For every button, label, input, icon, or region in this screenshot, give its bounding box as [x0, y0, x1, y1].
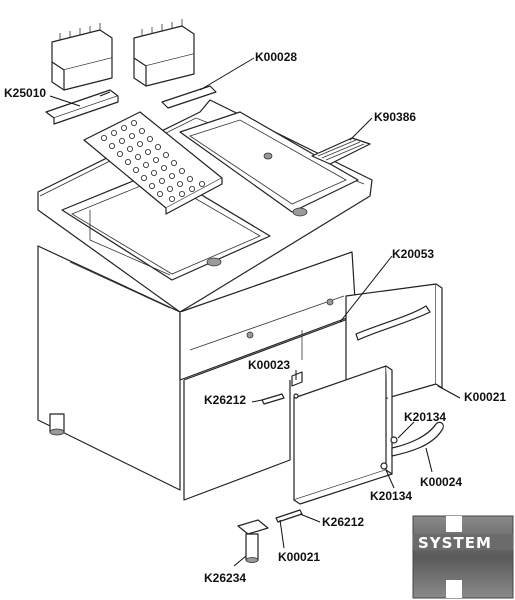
- tank-left: [61, 169, 271, 281]
- basket-holder-right: [133, 19, 195, 87]
- cabinet: [37, 245, 357, 501]
- fryer-top-rail: [161, 85, 217, 109]
- adjustable-foot: [237, 519, 269, 563]
- label-k00024: K00024: [420, 475, 462, 489]
- label-k20134-top: K20134: [404, 410, 446, 424]
- small-grate: [311, 137, 371, 165]
- door-front: [293, 365, 393, 505]
- rail-k25010: [45, 89, 119, 125]
- basket-holder-left: [51, 23, 113, 91]
- label-k26234: K26234: [204, 571, 246, 585]
- logo-text: SYSTEM: [418, 534, 492, 552]
- label-k00021-right: K00021: [464, 390, 506, 404]
- label-k90386: K90386: [374, 110, 416, 124]
- label-k00021-bottom: K00021: [278, 550, 320, 564]
- label-k00028: K00028: [255, 50, 297, 64]
- label-k20134-bottom: K20134: [370, 489, 412, 503]
- tank-right: [179, 111, 359, 217]
- perforated-grid: [83, 111, 223, 215]
- system-logo: SYSTEM: [412, 515, 514, 599]
- label-k26212-top: K26212: [204, 393, 246, 407]
- door-handle: [380, 421, 444, 470]
- label-k25010: K25010: [4, 86, 46, 100]
- label-k26212-bottom: K26212: [322, 515, 364, 529]
- label-k00023: K00023: [248, 358, 290, 372]
- label-k20053: K20053: [392, 247, 434, 261]
- cabinet-feet: [49, 413, 65, 436]
- hinge-pieces: [261, 371, 303, 523]
- leader-lines: [49, 57, 461, 567]
